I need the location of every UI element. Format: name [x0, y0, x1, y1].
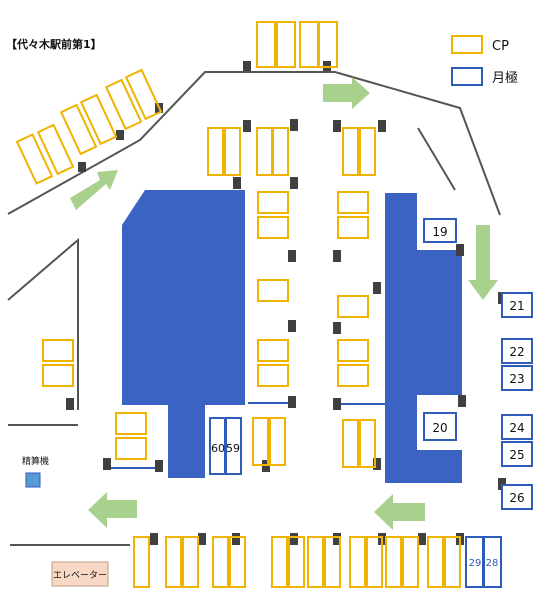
legend-monthly-swatch	[451, 67, 483, 86]
legend-monthly-label: 月極	[492, 70, 518, 86]
spot-23: 23	[509, 372, 524, 386]
spot-59: 59	[226, 442, 240, 455]
walls	[7, 71, 501, 546]
spot-28: 28	[486, 558, 499, 569]
central-building	[122, 190, 245, 478]
elevator-label: エレベーター	[53, 570, 107, 581]
arrow-diagonal	[70, 170, 118, 210]
arrow-right-top	[323, 77, 370, 109]
direction-arrows	[70, 77, 498, 530]
monthly-spot-numbers: 19 20 21 22 23 24 25 26 28 29 59 60	[211, 225, 525, 569]
elevator-box	[51, 561, 109, 587]
connector-lines	[111, 402, 385, 469]
spot-29: 29	[469, 558, 482, 569]
payment-machine-label: 精算機	[22, 455, 49, 467]
spot-20: 20	[432, 421, 447, 435]
map-title: 【代々木駅前第1】	[6, 37, 102, 51]
spot-25: 25	[509, 448, 524, 462]
monthly-spots	[209, 218, 533, 588]
spot-21: 21	[509, 299, 524, 313]
legend-cp-label: CP	[492, 39, 509, 54]
legend-cp-swatch	[451, 35, 483, 54]
arrow-down-right	[468, 225, 498, 300]
spot-22: 22	[509, 345, 524, 359]
spot-24: 24	[509, 421, 524, 435]
cp-spots	[15, 21, 461, 588]
arrow-left-middle	[374, 494, 425, 530]
spot-19: 19	[432, 225, 447, 239]
payment-machine-icon	[25, 472, 41, 488]
spot-26: 26	[509, 491, 524, 505]
arrow-left-bottom	[88, 492, 137, 528]
legend: CP 月極	[451, 35, 518, 86]
spot-60: 60	[211, 442, 225, 455]
right-building	[385, 193, 462, 483]
